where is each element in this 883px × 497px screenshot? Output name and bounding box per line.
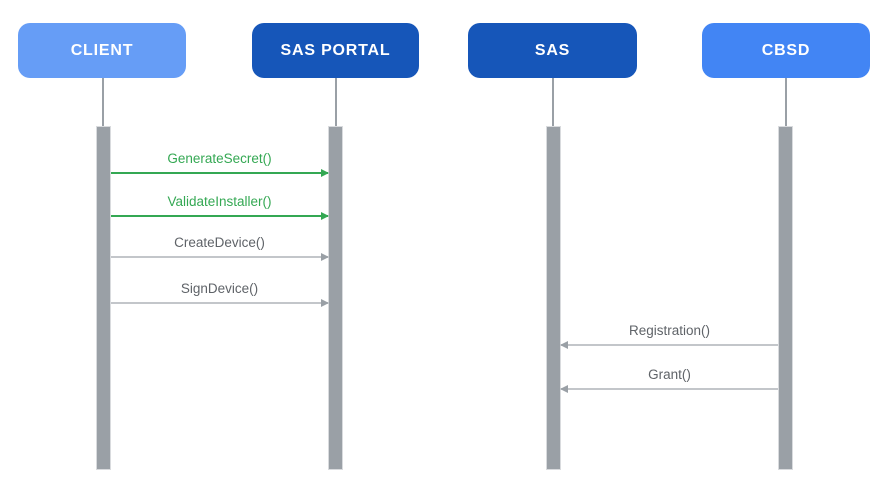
message-label: GenerateSecret() xyxy=(167,151,272,166)
activation-bar-sas-portal xyxy=(328,126,343,470)
message-label: CreateDevice() xyxy=(174,235,265,250)
arrow-right-icon xyxy=(321,299,329,307)
message-label: Grant() xyxy=(648,367,691,382)
lifeline-client xyxy=(102,78,104,126)
arrow-right-icon xyxy=(321,253,329,261)
message-label: SignDevice() xyxy=(180,281,259,296)
actor-label-sas: SAS xyxy=(534,41,571,59)
actor-box-sas: SAS xyxy=(468,23,637,78)
message-line xyxy=(561,344,778,346)
actor-box-sas-portal: SAS PORTAL xyxy=(252,23,419,78)
lifeline-sas xyxy=(552,78,554,126)
arrow-right-icon xyxy=(321,169,329,177)
actor-label-client: CLIENT xyxy=(70,41,134,59)
message-line xyxy=(111,172,328,174)
arrow-left-icon xyxy=(560,341,568,349)
activation-bar-cbsd xyxy=(778,126,793,470)
lifeline-sas-portal xyxy=(335,78,337,126)
message-label: ValidateInstaller() xyxy=(167,194,272,209)
message-label: Registration() xyxy=(628,323,711,338)
message-line xyxy=(111,302,328,304)
actor-box-cbsd: CBSD xyxy=(702,23,870,78)
arrow-right-icon xyxy=(321,212,329,220)
activation-bar-client xyxy=(96,126,111,470)
message-line xyxy=(111,215,328,217)
message-line xyxy=(561,388,778,390)
actor-label-sas-portal: SAS PORTAL xyxy=(280,41,391,59)
actor-label-cbsd: CBSD xyxy=(761,41,811,59)
arrow-left-icon xyxy=(560,385,568,393)
message-line xyxy=(111,256,328,258)
activation-bar-sas xyxy=(546,126,561,470)
actor-box-client: CLIENT xyxy=(18,23,186,78)
lifeline-cbsd xyxy=(785,78,787,126)
